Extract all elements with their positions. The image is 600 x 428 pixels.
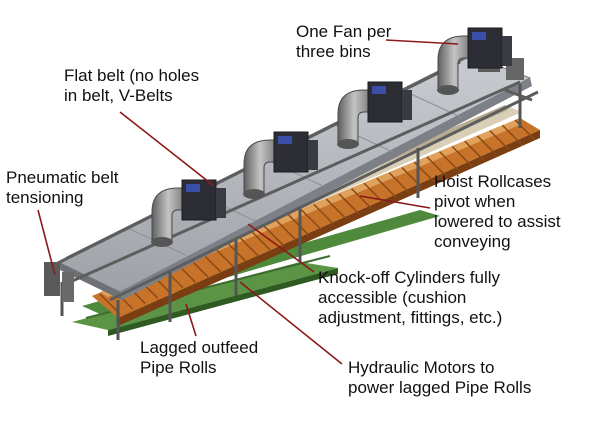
- roll-stripe: [350, 188, 373, 210]
- roll-stripe: [388, 172, 410, 194]
- motor-side: [308, 140, 318, 170]
- label-hydraulic: Hydraulic Motors to power lagged Pipe Ro…: [348, 358, 531, 398]
- label-flat-belt-line-2: in belt, V-Belts: [64, 86, 173, 105]
- leader-knockoff: [247, 223, 315, 273]
- label-lagged-line-1: Lagged outfeed: [140, 338, 259, 357]
- fan-unit: [337, 81, 412, 149]
- duct-base: [243, 189, 265, 199]
- label-hydraulic-line-2: power lagged Pipe Rolls: [348, 378, 532, 397]
- roll-stripe: [514, 119, 536, 141]
- duct-base: [151, 237, 173, 247]
- label-hoist-line-3: lowered to assist: [434, 212, 561, 231]
- label-lagged: Lagged outfeed Pipe Rolls: [140, 338, 258, 378]
- leader-lines: [37, 39, 459, 365]
- label-hoist-line-1: Hoist Rollcases: [434, 172, 552, 191]
- roll-stripe: [439, 151, 461, 173]
- label-knockoff: Knock-off Cylinders fully accessible (cu…: [318, 268, 502, 328]
- fan-unit: [437, 27, 512, 95]
- fan-units: [151, 27, 512, 247]
- leader-pneumatic: [37, 209, 56, 276]
- leader-hoist: [359, 195, 431, 209]
- roll-stripe: [313, 203, 335, 225]
- label-hoist-line-4: conveying: [434, 232, 511, 251]
- roll-stripe: [476, 135, 498, 157]
- fan-unit: [243, 131, 318, 199]
- label-hoist: Hoist Rollcases pivot when lowered to as…: [434, 172, 561, 252]
- roll-stripe: [250, 230, 272, 252]
- label-flat-belt: Flat belt (no holes in belt, V-Belts: [64, 66, 199, 106]
- leader-lagged: [185, 303, 197, 337]
- label-knockoff-line-1: Knock-off Cylinders fully: [318, 268, 501, 287]
- motor-side: [402, 90, 412, 120]
- roll-stripe: [451, 145, 473, 167]
- label-pneumatic-line-1: Pneumatic belt: [6, 168, 119, 187]
- motor-badge: [278, 136, 292, 144]
- label-fan-line-2: three bins: [296, 42, 371, 61]
- motor-side: [502, 36, 512, 66]
- label-knockoff-line-3: adjustment, fittings, etc.): [318, 308, 503, 327]
- fan-unit: [151, 179, 226, 247]
- roll-stripe: [489, 130, 511, 152]
- frame-posts: [60, 84, 522, 340]
- leader-fan: [385, 39, 459, 45]
- roll-stripe: [237, 235, 259, 257]
- motor-side: [216, 188, 226, 218]
- motor-badge: [186, 184, 200, 192]
- label-flat-belt-line-1: Flat belt (no holes: [64, 66, 200, 85]
- label-hydraulic-line-1: Hydraulic Motors to: [348, 358, 495, 377]
- duct-base: [437, 85, 459, 95]
- roll-stripe: [501, 124, 523, 146]
- roll-stripe: [300, 209, 322, 231]
- leader-hydraulic: [239, 281, 343, 365]
- roll-stripe: [338, 193, 360, 215]
- roll-stripe: [376, 177, 398, 199]
- roll-stripe: [325, 198, 347, 220]
- roll-stripe: [426, 156, 448, 178]
- label-fan: One Fan per three bins: [296, 22, 391, 62]
- leader-flat-belt: [119, 111, 215, 187]
- label-hoist-line-2: pivot when: [434, 192, 516, 211]
- label-knockoff-line-2: accessible (cushion: [318, 288, 467, 307]
- label-lagged-line-2: Pipe Rolls: [140, 358, 217, 377]
- roll-stripe: [262, 224, 285, 246]
- roll-stripe: [275, 219, 297, 241]
- motor-badge: [472, 32, 486, 40]
- roll-stripe: [464, 140, 486, 162]
- duct-base: [337, 139, 359, 149]
- label-fan-line-1: One Fan per: [296, 22, 392, 41]
- motor-badge: [372, 86, 386, 94]
- label-pneumatic-line-2: tensioning: [6, 188, 84, 207]
- label-pneumatic: Pneumatic belt tensioning: [6, 168, 118, 208]
